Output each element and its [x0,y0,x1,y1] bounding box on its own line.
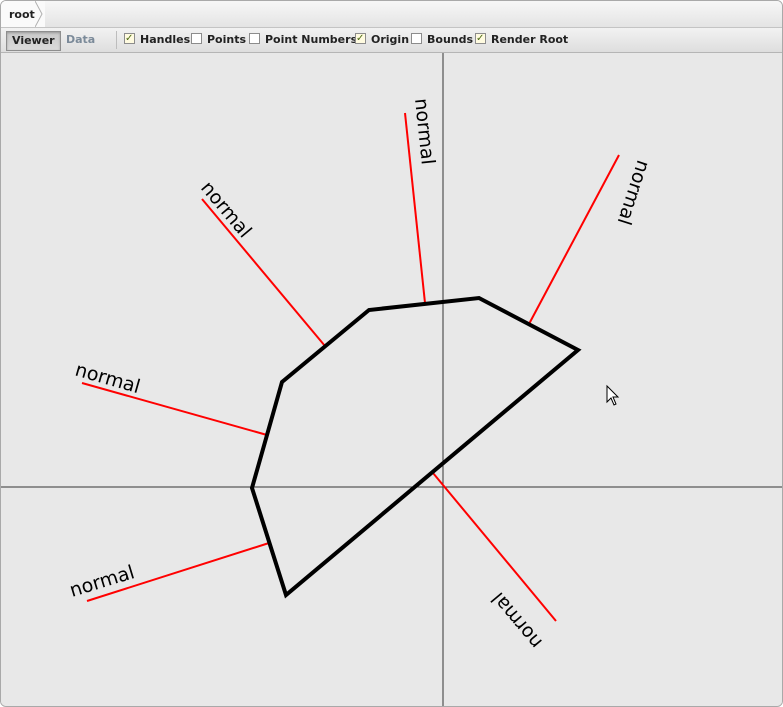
normal-line [404,112,426,304]
toolbar: Viewer Data Handles Points Point Numbers… [1,28,782,53]
origin-toggle[interactable]: Origin [355,31,410,48]
handles-toggle[interactable]: Handles [124,31,191,48]
mouse-pointer-icon [606,384,620,406]
viewer-canvas[interactable]: normal normal normal normal normal norma… [1,53,782,706]
toolbar-divider [116,31,117,49]
bounds-label: Bounds [427,33,474,46]
normal-label: normal [410,97,439,166]
origin-checkbox[interactable] [355,31,366,47]
breadcrumb: root [1,1,782,28]
normal-line [81,382,268,436]
points-label: Points [207,33,247,46]
point-numbers-toggle[interactable]: Point Numbers [249,32,357,48]
normal-label: normal [73,359,143,398]
geometry-view: normal normal normal normal normal norma… [1,53,782,706]
normal-label: normal [487,588,547,653]
handles-label: Handles [140,33,191,46]
render-root-checkbox[interactable] [475,31,486,47]
tab-data[interactable]: Data [66,33,96,46]
points-toggle[interactable]: Points [191,32,246,48]
chevron-right-icon [35,1,43,27]
normal-line [86,542,270,602]
point-numbers-checkbox[interactable] [249,33,260,44]
shape-polygon[interactable] [249,295,582,599]
bounds-toggle[interactable]: Bounds [411,32,473,48]
render-root-toggle[interactable]: Render Root [475,31,569,48]
normal-line [528,154,620,325]
handles-checkbox[interactable] [124,31,135,47]
point-numbers-label: Point Numbers [265,33,358,46]
normal-line [201,198,326,347]
render-root-label: Render Root [491,33,569,46]
normal-line [432,472,557,622]
bounds-checkbox[interactable] [411,33,422,44]
normal-label: normal [613,157,654,227]
points-checkbox[interactable] [191,33,202,44]
normal-label: normal [196,177,256,242]
tab-viewer[interactable]: Viewer [6,31,61,51]
origin-label: Origin [371,33,410,46]
